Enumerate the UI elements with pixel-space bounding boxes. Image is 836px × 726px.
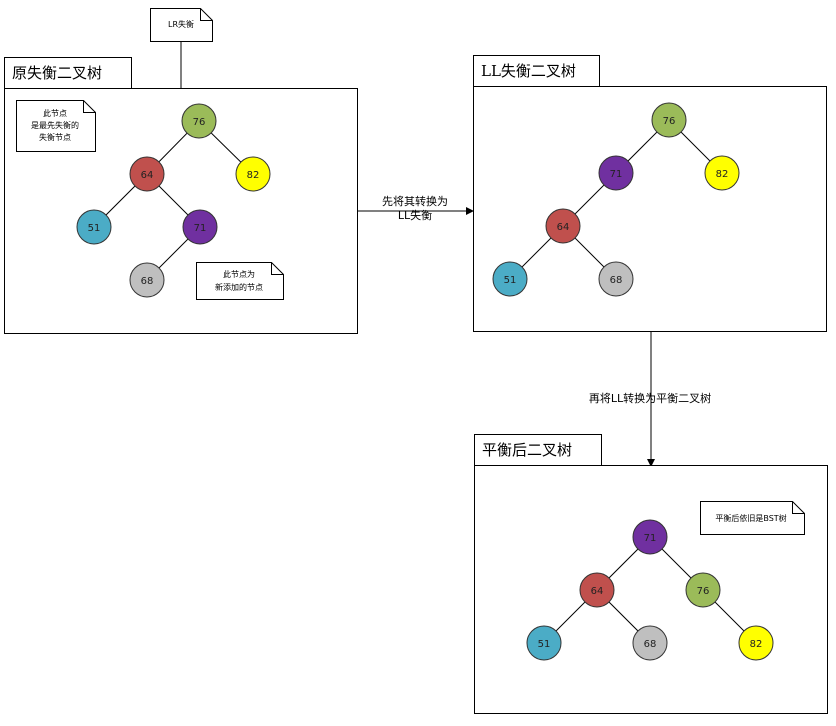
arrow-label: 先将其转换为 (382, 194, 448, 208)
node-label: 76 (697, 586, 710, 597)
node-label: 71 (644, 533, 657, 544)
node-label: 71 (194, 223, 207, 234)
node-label: 51 (504, 275, 517, 286)
note-text: 新添加的节点 (215, 282, 263, 292)
note-shape (150, 8, 213, 42)
frame-title-balanced: 平衡后二叉树 (482, 441, 572, 459)
node-label: 51 (88, 223, 101, 234)
node-circle (76, 209, 112, 245)
tree-node-82: 82 (704, 155, 740, 191)
tree-node-64: 64 (579, 572, 615, 608)
frame-title-ll: LL失衡二叉树 (481, 62, 576, 80)
note-text: 此节点 (43, 108, 67, 118)
note-shape (16, 100, 96, 152)
node-circle (579, 572, 615, 608)
tree-node-71: 71 (182, 209, 218, 245)
node-label: 64 (141, 170, 154, 181)
frame-original: 原失衡二叉树 (4, 57, 358, 334)
tree-node-76: 76 (181, 103, 217, 139)
note-text: 失衡节点 (39, 132, 71, 142)
tree-node-71: 71 (632, 519, 668, 555)
node-label: 82 (716, 169, 729, 180)
tree-node-76: 76 (651, 102, 687, 138)
frame-tab-balanced (474, 434, 602, 466)
note-shape (196, 262, 284, 300)
tree-node-68: 68 (129, 262, 165, 298)
tree-node-76: 76 (685, 572, 721, 608)
node-circle (235, 156, 271, 192)
node-circle (129, 262, 165, 298)
note-shape (700, 501, 805, 535)
tree-node-68: 68 (598, 261, 634, 297)
node-circle (598, 155, 634, 191)
node-label: 71 (610, 169, 623, 180)
tree-node-51: 51 (492, 261, 528, 297)
node-label: 64 (591, 586, 604, 597)
node-label: 68 (141, 276, 154, 287)
node-circle (526, 625, 562, 661)
tree-node-82: 82 (738, 625, 774, 661)
annotation-note: 平衡后依旧是BST树 (700, 501, 805, 535)
node-label: 76 (663, 116, 676, 127)
node-label: 82 (247, 170, 260, 181)
node-circle (685, 572, 721, 608)
arrow-label: 再将LL转换为平衡二叉树 (589, 391, 711, 405)
node-label: 64 (557, 222, 570, 233)
tree-node-68: 68 (632, 625, 668, 661)
note-text: 是最先失衡的 (31, 120, 79, 130)
frame-balanced: 平衡后二叉树 (474, 434, 828, 714)
arrow-label: LL失衡 (398, 209, 432, 222)
node-label: 76 (193, 117, 206, 128)
note-text: 此节点为 (223, 269, 255, 279)
frame-title-original: 原失衡二叉树 (12, 64, 102, 82)
lr-imbalance-note: LR失衡 (150, 8, 213, 42)
frame-ll: LL失衡二叉树 (473, 55, 827, 332)
node-circle (492, 261, 528, 297)
node-circle (632, 519, 668, 555)
node-circle (632, 625, 668, 661)
node-label: 68 (610, 275, 623, 286)
frame-box-original (4, 88, 358, 334)
frame-tab-ll (473, 55, 600, 87)
node-circle (651, 102, 687, 138)
tree-node-64: 64 (129, 156, 165, 192)
node-circle (129, 156, 165, 192)
node-circle (545, 208, 581, 244)
node-circle (598, 261, 634, 297)
node-label: 68 (644, 639, 657, 650)
tree-node-51: 51 (526, 625, 562, 661)
tree-node-71: 71 (598, 155, 634, 191)
note-text: 平衡后依旧是BST树 (715, 513, 786, 523)
tree-node-51: 51 (76, 209, 112, 245)
node-label: 51 (538, 639, 551, 650)
tree-node-64: 64 (545, 208, 581, 244)
frame-box-ll (473, 86, 827, 332)
node-circle (704, 155, 740, 191)
node-circle (182, 209, 218, 245)
node-label: 82 (750, 639, 763, 650)
node-circle (738, 625, 774, 661)
node-circle (181, 103, 217, 139)
note-text: LR失衡 (168, 19, 194, 29)
tree-node-82: 82 (235, 156, 271, 192)
